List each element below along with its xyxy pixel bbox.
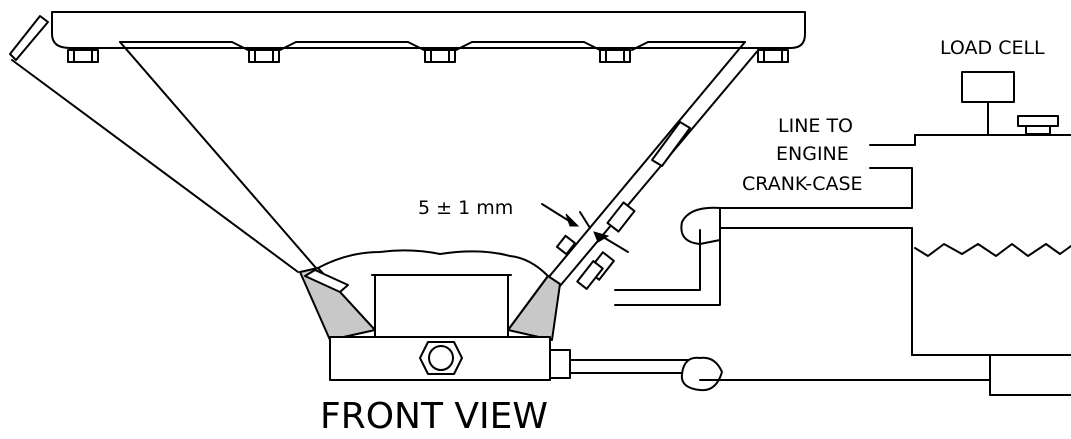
top-plate <box>9 11 806 63</box>
top-bolt <box>757 49 789 63</box>
base-housing <box>299 249 571 381</box>
line-to-label-1: LINE TO <box>778 115 853 137</box>
gap-label: 5 ± 1 mm <box>418 197 513 219</box>
view-title: FRONT VIEW <box>320 396 548 437</box>
liquid-surface <box>914 243 1071 257</box>
hopper-funnel <box>11 41 761 287</box>
load-cell-label: LOAD CELL <box>940 37 1045 59</box>
gap-dimension <box>541 203 629 253</box>
side-fittings <box>555 201 723 392</box>
top-bolt <box>424 49 456 63</box>
load-cell <box>961 71 1059 136</box>
top-bolt <box>599 49 631 63</box>
line-to-label-3: CRANK-CASE <box>742 173 863 195</box>
base-drain-nut <box>419 341 463 375</box>
top-bolt <box>67 49 99 63</box>
top-bolt <box>248 49 280 63</box>
line-to-label-2: ENGINE <box>776 143 849 165</box>
